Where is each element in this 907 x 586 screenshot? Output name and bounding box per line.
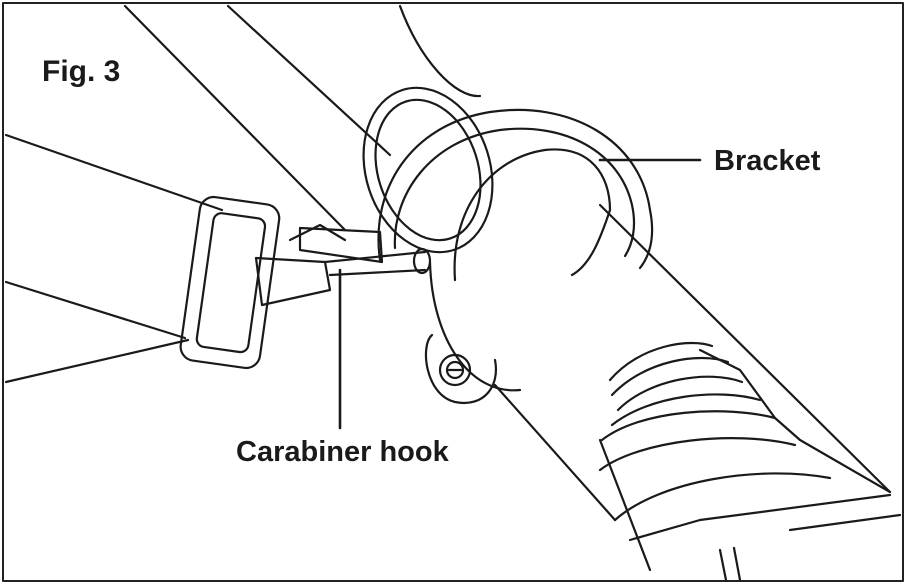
figure-title: Fig. 3 (42, 55, 121, 88)
carabiner-hook-callout-label: Carabiner hook (236, 436, 449, 468)
bracket (377, 108, 654, 405)
grip (598, 341, 902, 582)
carabiner-hook (179, 195, 432, 370)
strap (4, 133, 224, 384)
leader-lines (338, 158, 702, 430)
upper-tube (123, 4, 482, 232)
bracket-back-ring (362, 86, 494, 254)
main-tube (493, 203, 892, 522)
bracket-callout-label: Bracket (714, 145, 821, 177)
